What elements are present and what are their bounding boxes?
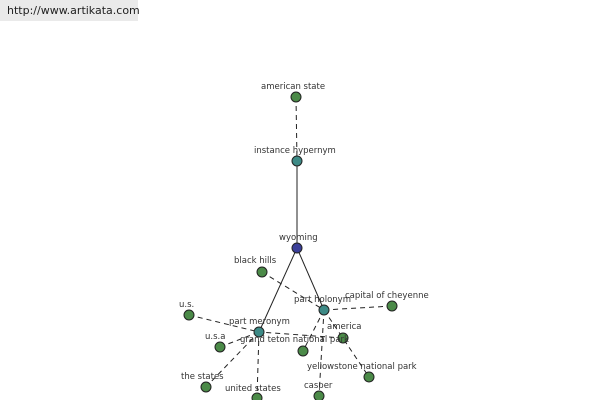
node-part-meronym[interactable]: part meronym [229,317,290,338]
node-dot[interactable] [290,91,302,103]
node-label[interactable]: united states [225,384,281,394]
node-label[interactable]: black hills [234,256,277,266]
edge-capital-of-cheyenne-to-part-holonym [323,305,393,311]
node-label[interactable]: instance hypernym [254,146,336,156]
node-wyoming[interactable]: wyoming [279,233,318,254]
node-label[interactable]: yellowstone national park [307,362,417,372]
node-dot[interactable] [200,381,212,393]
node-dot[interactable] [183,309,195,321]
edge-black-hills-to-part-holonym [261,271,325,311]
node-dot[interactable] [363,371,375,383]
node-label[interactable]: grand teton national park [240,335,349,345]
node-label[interactable]: capital of cheyenne [345,291,429,301]
node-usa[interactable]: u.s.a [205,332,226,353]
edge-wyoming-to-part-meronym [258,247,298,333]
node-dot[interactable] [318,304,330,316]
node-united-states[interactable]: united states [225,384,281,400]
site-url[interactable]: http://www.artikata.com [7,4,140,17]
url-banner: http://www.artikata.com [0,0,140,21]
edge-wyoming-to-part-holonym [296,247,325,311]
node-label[interactable]: america [327,322,361,332]
node-the-states[interactable]: the states [181,372,224,393]
node-dot[interactable] [214,341,226,353]
edge-us-dot-to-part-meronym [188,314,260,333]
edge-part-holonym-to-yellowstone [323,309,370,378]
node-label[interactable]: casper [304,381,333,391]
node-dot[interactable] [291,155,303,167]
node-label[interactable]: part holonym [294,295,351,305]
node-dot[interactable] [251,392,263,400]
edge-layer [188,96,393,399]
node-us-dot[interactable]: u.s. [179,300,195,321]
node-grand-teton[interactable]: grand teton national park [240,335,349,357]
node-dot[interactable] [291,242,303,254]
node-capital-of-cheyenne[interactable]: capital of cheyenne [345,291,429,312]
node-label[interactable]: u.s. [179,300,194,310]
node-america[interactable]: america [327,322,361,344]
node-dot[interactable] [313,390,325,400]
node-label[interactable]: u.s.a [205,332,225,342]
node-label[interactable]: part meronym [229,317,290,327]
node-black-hills[interactable]: black hills [234,256,277,278]
node-american-state[interactable]: american state [261,82,325,103]
node-label[interactable]: wyoming [279,233,318,243]
node-part-holonym[interactable]: part holonym [294,295,351,316]
edge-part-meronym-to-the-states [205,331,260,388]
node-label[interactable]: american state [261,82,325,92]
edge-part-meronym-to-united-states [256,331,260,399]
node-dot[interactable] [337,332,349,344]
node-instance-hypernym[interactable]: instance hypernym [254,146,336,167]
node-yellowstone[interactable]: yellowstone national park [307,362,417,383]
node-dot[interactable] [256,266,268,278]
node-label[interactable]: the states [181,372,224,382]
node-layer: american state instance hypernym wyoming bl… [179,82,429,400]
edge-american-state-to-instance-hypernym [295,96,298,162]
node-dot[interactable] [297,345,309,357]
edge-usa-to-part-meronym [219,331,260,348]
node-casper[interactable]: casper [304,381,333,400]
node-dot[interactable] [386,300,398,312]
edge-part-holonym-to-grand-teton [302,309,325,352]
node-dot[interactable] [253,326,265,338]
